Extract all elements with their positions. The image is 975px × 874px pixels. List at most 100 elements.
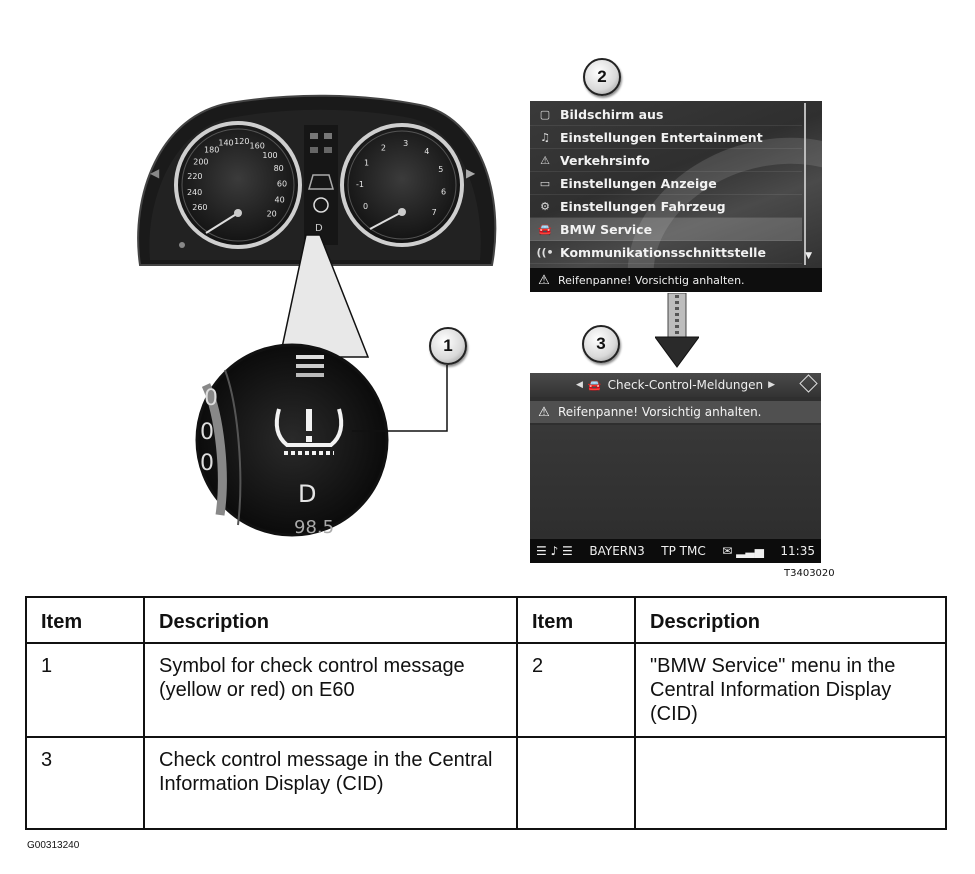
svg-text:0: 0 bbox=[204, 386, 218, 411]
menu-item-label: Einstellungen Fahrzeug bbox=[560, 198, 726, 214]
header-item: Item bbox=[516, 596, 636, 644]
menu-item-label: BMW Service bbox=[560, 221, 653, 237]
zoom-gear-indicator: D bbox=[298, 480, 316, 508]
gauge-tick-label: 140 bbox=[218, 139, 233, 148]
item-number: 3 bbox=[25, 736, 145, 830]
item-number: 1 bbox=[25, 642, 145, 738]
vehicle-settings-icon: ⚙ bbox=[540, 199, 550, 213]
gauge-tick-label: 20 bbox=[267, 209, 277, 218]
table-row: 3 Check control message in the Central I… bbox=[25, 736, 947, 830]
gauge-tick-label: 2 bbox=[381, 143, 386, 152]
item-description: Symbol for check control message (yellow… bbox=[143, 642, 518, 738]
nav-left-icon[interactable]: ◀ bbox=[575, 380, 583, 390]
cluster-gear-indicator: D bbox=[315, 223, 323, 234]
check-control-body bbox=[530, 425, 821, 537]
gauge-tick-label: 160 bbox=[250, 141, 265, 150]
item-description bbox=[634, 736, 947, 830]
gauge-tick-label: 100 bbox=[262, 151, 277, 160]
menu-item-label: Verkehrsinfo bbox=[560, 152, 650, 168]
cid-check-control-screen: ◀ 🚘 Check-Control-Meldungen ▶ ⚠ Reifenpa… bbox=[530, 373, 821, 563]
right-arrow-icon: ▶ bbox=[466, 166, 476, 180]
cid-status-bar: ☰ ♪ ☰ BAYERN3 TP TMC ✉ ▂▃▅ 11:35 bbox=[530, 539, 821, 563]
center-indicator-strip: D bbox=[304, 125, 338, 245]
header-description: Description bbox=[143, 596, 518, 644]
svg-text:0: 0 bbox=[200, 420, 214, 445]
menu-item[interactable]: ♫ Einstellungen Entertainment bbox=[530, 126, 802, 149]
menu-item[interactable]: ⚠ Verkehrsinfo bbox=[530, 149, 802, 172]
cid-menu-status-message: Reifenpanne! Vorsichtig anhalten. bbox=[558, 273, 745, 287]
gauge-tick-label: 200 bbox=[193, 157, 208, 166]
check-control-message: Reifenpanne! Vorsichtig anhalten. bbox=[558, 405, 762, 419]
menu-item-label: Bildschirm aus bbox=[560, 106, 664, 122]
callout-1: 1 bbox=[429, 327, 467, 365]
traffic-warning-icon: ⚠ bbox=[540, 153, 550, 167]
item-description-table: Item Description Item Description 1 Symb… bbox=[25, 596, 947, 830]
gauge-tick-label: 0 bbox=[363, 202, 368, 211]
warning-triangle-icon: ⚠ bbox=[538, 272, 550, 288]
menu-item[interactable]: ▢ Bildschirm aus bbox=[530, 103, 802, 126]
gauge-tick-label: 3 bbox=[403, 139, 408, 148]
item-number bbox=[516, 736, 636, 830]
svg-text:0: 0 bbox=[200, 451, 214, 476]
communication-icon: ((• bbox=[536, 245, 554, 259]
car-icon: 🚘 bbox=[587, 378, 602, 392]
check-control-title: Check-Control-Meldungen bbox=[607, 378, 764, 392]
gauge-tick-label: 260 bbox=[192, 203, 207, 212]
menu-item-label: Einstellungen Anzeige bbox=[560, 175, 717, 191]
header-item: Item bbox=[25, 596, 145, 644]
gauge-tick-label: 1 bbox=[364, 158, 369, 167]
clock: 11:35 bbox=[780, 544, 815, 558]
figure-code: T3403020 bbox=[784, 568, 835, 579]
gauge-tick-label: 180 bbox=[204, 146, 219, 155]
document-code: G00313240 bbox=[27, 840, 80, 851]
screen-icon: ▢ bbox=[539, 107, 551, 121]
nav-right-icon[interactable]: ▶ bbox=[768, 380, 775, 390]
gauge-tick-label: 240 bbox=[187, 188, 202, 197]
gauge-tick-label: 6 bbox=[441, 187, 446, 196]
zoom-odometer: 98.5 bbox=[294, 517, 334, 538]
down-arrow-icon bbox=[655, 293, 699, 368]
navigation-diamond-icon bbox=[799, 374, 818, 393]
menu-item[interactable]: 🚘 BMW Service bbox=[530, 218, 802, 241]
menu-item[interactable]: ▭ Einstellungen Anzeige bbox=[530, 172, 802, 195]
car-icon: 🚘 bbox=[538, 222, 552, 236]
gauge-tick-label: 80 bbox=[274, 164, 284, 173]
gauge-tick-label: 4 bbox=[424, 147, 429, 156]
check-control-message-row[interactable]: ⚠ Reifenpanne! Vorsichtig anhalten. bbox=[530, 401, 821, 423]
table-header-row: Item Description Item Description bbox=[25, 596, 947, 644]
display-settings-icon: ▭ bbox=[539, 176, 551, 190]
scroll-down-icon[interactable]: ▼ bbox=[805, 251, 812, 261]
gauge-tick-label: 7 bbox=[432, 208, 437, 217]
menu-scrollbar[interactable] bbox=[804, 103, 818, 265]
header-description: Description bbox=[634, 596, 947, 644]
cid-menu-status-bar: ⚠ Reifenpanne! Vorsichtig anhalten. bbox=[530, 268, 822, 292]
check-control-header: ◀ 🚘 Check-Control-Meldungen ▶ bbox=[530, 373, 821, 397]
warning-triangle-icon: ⚠ bbox=[538, 404, 550, 420]
item-number: 2 bbox=[516, 642, 636, 738]
gauge-tick-label: 220 bbox=[187, 172, 202, 181]
tachometer: 0 -1 1 2 3 45 6 7 bbox=[340, 123, 464, 247]
gauge-tick-label: 5 bbox=[438, 165, 443, 174]
tire-pressure-warning-icon bbox=[274, 408, 344, 455]
gauge-tick-label: 40 bbox=[275, 195, 285, 204]
gauge-tick-label: 60 bbox=[277, 180, 287, 189]
left-arrow-icon: ◀ bbox=[150, 166, 160, 180]
item-description: Check control message in the Central Inf… bbox=[143, 736, 518, 830]
callout-2: 2 bbox=[583, 58, 621, 96]
traffic-info-status: TP TMC bbox=[661, 544, 706, 558]
menu-item-label: Einstellungen Entertainment bbox=[560, 129, 763, 145]
menu-item[interactable]: ((• Kommunikationsschnittstelle bbox=[530, 241, 802, 264]
radio-source: BAYERN3 bbox=[589, 544, 645, 558]
audio-menu-icon: ☰ ♪ ☰ bbox=[536, 544, 573, 558]
gauge-tick-label: 120 bbox=[234, 137, 249, 146]
table-row: 1 Symbol for check control message (yell… bbox=[25, 642, 947, 738]
menu-item[interactable]: ⚙ Einstellungen Fahrzeug bbox=[530, 195, 802, 218]
menu-item-label: Kommunikationsschnittstelle bbox=[560, 244, 766, 260]
callout-3: 3 bbox=[582, 325, 620, 363]
gauge-tick-label: -1 bbox=[356, 180, 364, 189]
item-description: "BMW Service" menu in the Central Inform… bbox=[634, 642, 947, 738]
entertainment-settings-icon: ♫ bbox=[540, 130, 550, 144]
signal-strength-icon: ✉ ▂▃▅ bbox=[722, 544, 764, 558]
